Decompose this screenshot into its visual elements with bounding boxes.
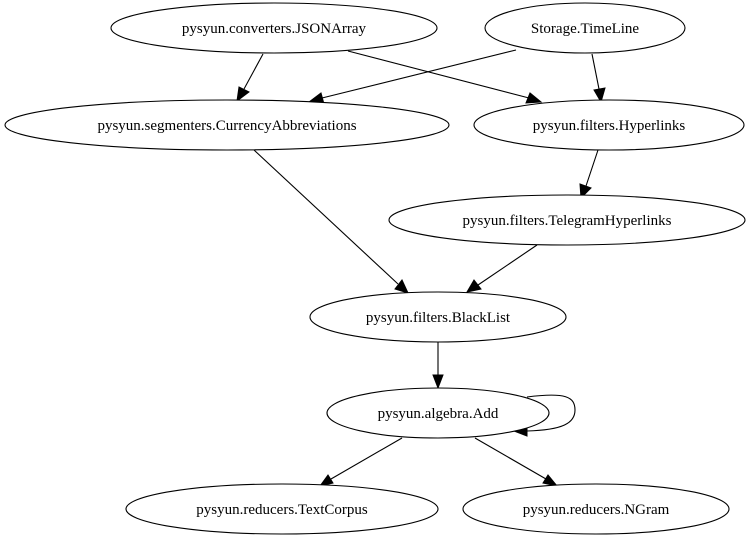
node-timeline-label: Storage.TimeLine: [531, 21, 640, 37]
node-algebra-add[interactable]: pysyun.algebra.Add: [326, 387, 550, 439]
node-telegram-hyperlinks[interactable]: pysyun.filters.TelegramHyperlinks: [388, 194, 746, 246]
node-currency-abbreviations-label: pysyun.segmenters.CurrencyAbbreviations: [97, 118, 356, 134]
edge-currencyabbreviations-to-blacklist: [253, 149, 409, 294]
edge-timeline-to-currencyabbreviations: [307, 49, 517, 105]
nodes: pysyun.converters.JSONArray Storage.Time…: [4, 2, 746, 535]
edge-blacklist-to-algebraadd: [432, 342, 444, 390]
edge-telegramhyperlinks-to-blacklist: [465, 244, 538, 293]
edge-jsonarray-to-hyperlinks: [347, 50, 543, 104]
node-hyperlinks[interactable]: pysyun.filters.Hyperlinks: [473, 99, 745, 151]
node-text-corpus-label: pysyun.reducers.TextCorpus: [196, 502, 368, 518]
edge-algebraadd-to-ngram: [474, 437, 559, 487]
edges: [236, 49, 606, 487]
edge-jsonarray-to-currencyabbreviations: [236, 53, 264, 103]
node-json-array[interactable]: pysyun.converters.JSONArray: [110, 2, 438, 54]
node-blacklist-label: pysyun.filters.BlackList: [366, 310, 511, 326]
node-algebra-add-label: pysyun.algebra.Add: [378, 406, 499, 422]
node-json-array-label: pysyun.converters.JSONArray: [182, 21, 367, 37]
node-timeline[interactable]: Storage.TimeLine: [484, 2, 686, 54]
node-blacklist[interactable]: pysyun.filters.BlackList: [309, 291, 567, 343]
node-telegram-hyperlinks-label: pysyun.filters.TelegramHyperlinks: [463, 213, 672, 229]
node-hyperlinks-label: pysyun.filters.Hyperlinks: [533, 118, 686, 134]
edge-algebraadd-to-textcorpus: [318, 437, 403, 487]
edge-timeline-to-hyperlinks: [591, 53, 606, 104]
node-currency-abbreviations[interactable]: pysyun.segmenters.CurrencyAbbreviations: [4, 99, 450, 151]
edge-hyperlinks-to-telegramhyperlinks: [579, 149, 599, 200]
node-text-corpus[interactable]: pysyun.reducers.TextCorpus: [125, 483, 439, 535]
node-ngram[interactable]: pysyun.reducers.NGram: [462, 483, 730, 535]
node-ngram-label: pysyun.reducers.NGram: [523, 502, 670, 518]
